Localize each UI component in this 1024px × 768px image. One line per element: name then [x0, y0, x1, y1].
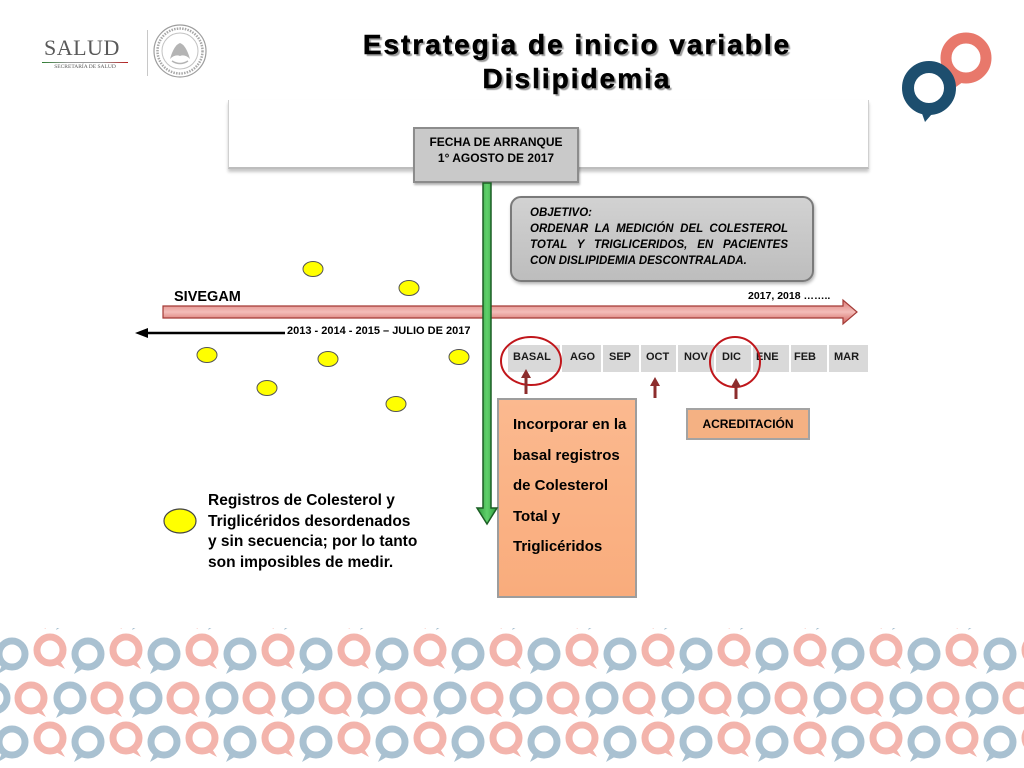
interlocking-rings-logo-icon: [902, 32, 992, 122]
objective-line: ORDENAR LA MEDICIÓN DEL COLESTEROL: [530, 223, 788, 235]
legend-line: Triglicéridos desordenados: [208, 512, 411, 530]
salud-logo-rule: [42, 62, 128, 63]
blue-ring-tail: [919, 105, 938, 122]
past-years-arrowhead: [135, 328, 148, 338]
month-cell-dic: DIC: [716, 345, 751, 372]
timeline-past-label: 2013 - 2014 - 2015 – JULIO DE 2017: [287, 325, 471, 337]
sivegam-timeline-arrow: [162, 298, 858, 326]
start-date-arrow: [475, 182, 499, 526]
yellow-record-dot: [256, 380, 278, 396]
ring-pattern-fill: [0, 628, 1024, 768]
month-arrowhead-oct: [650, 377, 660, 386]
coat-of-arms-seal-icon: [153, 24, 207, 78]
objective-line: CON DISLIPIDEMIA DESCONTRALADA.: [530, 255, 747, 267]
title-line-2: Dislipidemia: [482, 63, 672, 95]
slide-title: Estrategia de inicio variable Dislipidem…: [327, 28, 827, 96]
start-date-box: FECHA DE ARRANQUE 1° AGOSTO DE 2017: [413, 127, 579, 183]
month-cell-nov: NOV: [678, 345, 714, 372]
yellow-record-dot: [398, 280, 420, 296]
salmon-ring-tail: [949, 74, 967, 92]
month-arrows: [521, 369, 741, 399]
legend-line: Registros de Colesterol y: [208, 492, 395, 509]
legend-line: y sin secuencia; por lo tanto: [208, 533, 418, 551]
incorporate-line: Triglicéridos: [513, 538, 603, 555]
accreditation-box: ACREDITACIÓN: [686, 408, 810, 440]
objective-line: TOTAL Y TRIGLICERIDOS, EN PACIENTES: [530, 239, 788, 251]
incorporate-line: de Colesterol: [513, 477, 609, 494]
start-date-label: FECHA DE ARRANQUE: [429, 135, 563, 149]
objective-heading: OBJETIVO:: [530, 207, 592, 219]
yellow-record-dot: [317, 351, 339, 367]
month-cell-mar: MAR: [829, 345, 868, 372]
month-arrowhead-dic: [731, 378, 741, 387]
incorporate-line: Incorporar en la: [513, 416, 627, 433]
month-cell-oct: OCT: [641, 345, 676, 372]
timeline-future-label: 2017, 2018 ……..: [748, 290, 831, 302]
incorporate-line: Total y: [513, 507, 561, 525]
salud-logo-name: SALUD: [44, 35, 120, 60]
month-row: BASAL AGO SEP OCT NOV DIC ENE FEB MAR: [508, 345, 868, 372]
month-cell-basal: BASAL: [508, 345, 560, 372]
legend-line: son imposibles de medir.: [208, 554, 394, 572]
timeline-label: SIVEGAM: [174, 289, 241, 305]
month-cell-feb: FEB: [791, 345, 827, 372]
legend-yellow-dot: [163, 508, 197, 534]
decorative-ring-pattern: [0, 628, 1024, 768]
salmon-ring: [940, 32, 992, 84]
legend-text: Registros de Colesterol y Triglicéridos …: [208, 491, 417, 574]
logo-divider: [147, 30, 148, 76]
salud-logo-subtitle: SECRETARÍA DE SALUD: [54, 64, 116, 70]
month-cell-ago: AGO: [562, 345, 601, 372]
blue-ring: [902, 61, 956, 115]
yellow-record-dot: [385, 396, 407, 412]
yellow-record-dot: [302, 261, 324, 277]
incorporate-line: basal registros: [513, 446, 620, 464]
yellow-record-dot: [196, 347, 218, 363]
month-cell-sep: SEP: [603, 345, 639, 372]
month-cell-ene: ENE: [753, 345, 789, 372]
incorporate-basal-box: Incorporar en la basal registros de Cole…: [497, 398, 637, 598]
start-date-value: 1° AGOSTO DE 2017: [437, 151, 555, 165]
yellow-record-dot: [448, 349, 470, 365]
objective-box: OBJETIVO: ORDENAR LA MEDICIÓN DEL COLEST…: [510, 196, 814, 282]
title-line-1: Estrategia de inicio variable: [362, 29, 792, 61]
